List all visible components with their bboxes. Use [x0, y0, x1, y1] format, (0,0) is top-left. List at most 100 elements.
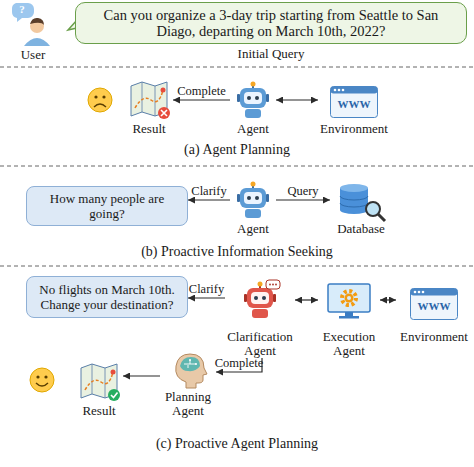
- section-divider: [0, 266, 474, 267]
- execution-icon: [345, 312, 353, 316]
- actor-icon: User: [8, 2, 58, 62]
- icon-glyph: ?: [19, 3, 25, 16]
- execution-icon: [347, 296, 351, 300]
- icon-glyph: WWW: [338, 98, 371, 111]
- agent-icon: Execution Agent: [318, 278, 380, 358]
- database-icon: [340, 184, 368, 192]
- arrow-connector: [188, 199, 230, 200]
- node-text: Environment: [396, 330, 472, 344]
- node-caption: Initial Query: [75, 47, 467, 61]
- arrow-connector: [380, 299, 396, 300]
- node-text: Can you organize a 3-day trip starting f…: [75, 2, 467, 44]
- subfigure-caption: (c) Proactive Agent Planning: [156, 436, 318, 452]
- execution-icon: [328, 284, 370, 319]
- node-text: Clarification Agent: [225, 330, 295, 358]
- edge-label: Complete: [215, 357, 264, 370]
- agent-icon: Clarification Agent: [225, 278, 295, 358]
- fail-badge: [161, 110, 167, 116]
- arrow-connector: [295, 299, 318, 300]
- user-icon: [12, 3, 34, 22]
- node-text: Result: [125, 122, 173, 136]
- section-divider: [0, 67, 474, 68]
- chat-badge: [266, 280, 280, 289]
- database-icon: [340, 196, 368, 207]
- node-text: User: [8, 48, 58, 62]
- database-icon: [340, 184, 385, 221]
- node-text: Planning Agent: [160, 390, 216, 418]
- node-text: Environment: [318, 122, 390, 136]
- database-icon: [378, 214, 385, 221]
- planning-head-icon: [195, 363, 197, 365]
- happy-face-icon: [30, 368, 54, 392]
- edge-label: Complete: [177, 85, 226, 98]
- database-icon: [366, 202, 380, 216]
- sad-face-icon: [94, 104, 106, 107]
- section-divider: [0, 67, 474, 266]
- success-badge: [111, 393, 118, 398]
- execution-icon: [345, 294, 354, 303]
- edge-label: Clarify: [191, 185, 226, 198]
- user-icon: [30, 18, 44, 25]
- happy-face-icon: [36, 383, 48, 386]
- planning-head-icon: [176, 354, 207, 388]
- user-icon: [24, 38, 50, 46]
- result-icon: Result: [125, 80, 173, 136]
- success-badge: [108, 389, 120, 401]
- agent-icon: Agent: [230, 80, 276, 136]
- node-text: Agent: [230, 222, 276, 236]
- agent-icon: Planning Agent: [160, 350, 216, 418]
- icon-glyph: WWW: [418, 300, 451, 313]
- chat-badge: [266, 280, 280, 289]
- planning-head-icon: [184, 360, 196, 368]
- planning-head-icon: [180, 357, 200, 371]
- robot-icon: [237, 82, 269, 119]
- happy-face-icon: [44, 375, 47, 378]
- node-text: Agent: [230, 122, 276, 136]
- arrow-connector: [188, 297, 225, 298]
- sad-face-icon: [88, 88, 112, 112]
- speech-bubble: No flights on March 10th. Change your de…: [26, 276, 188, 318]
- robot-icon: [237, 182, 269, 219]
- sad-face-icon: [88, 88, 112, 112]
- subfigure-caption: (b) Proactive Information Seeking: [141, 244, 333, 260]
- edge-label: Query: [287, 185, 318, 198]
- planning-head-icon: [176, 354, 207, 388]
- happy-face-icon: [36, 375, 39, 378]
- database-node: Database: [330, 178, 392, 236]
- node-text: How many people are going?: [33, 191, 181, 221]
- node-text: No flights on March 10th. Change your de…: [33, 282, 181, 312]
- node-text: Result: [75, 404, 123, 418]
- map-icon: [131, 82, 167, 116]
- chat-badge: [275, 284, 277, 286]
- execution-icon: [328, 284, 370, 312]
- sad-face-icon: [102, 95, 105, 98]
- chat-badge: [269, 284, 271, 286]
- planning-head-icon: [189, 359, 191, 361]
- arrow-connector: [173, 99, 230, 100]
- fail-badge: [158, 107, 170, 119]
- speech-bubble: How many people are going?: [26, 186, 188, 226]
- edge-label: Clarify: [189, 283, 224, 296]
- node-text: Execution Agent: [318, 330, 380, 358]
- arrow-connector: [123, 375, 160, 376]
- chat-badge: [272, 284, 274, 286]
- happy-face-icon: [30, 368, 54, 392]
- fail-badge: [158, 107, 170, 119]
- subfigure-caption: (a) Agent Planning: [184, 142, 290, 158]
- section-divider: [0, 166, 474, 167]
- execution-icon: [339, 316, 359, 319]
- success-badge: [108, 389, 120, 401]
- user-icon: [12, 3, 50, 46]
- browser-icon: [411, 289, 458, 320]
- agent-icon: Agent: [230, 178, 276, 236]
- node-text: Database: [330, 222, 392, 236]
- query-bubble: Can you organize a 3-day trip starting f…: [75, 2, 467, 64]
- execution-icon: [342, 291, 356, 305]
- arrow-connector: [276, 99, 318, 100]
- browser-icon: [331, 87, 378, 118]
- sad-face-icon: [94, 95, 97, 98]
- arrow-connector: [276, 199, 330, 200]
